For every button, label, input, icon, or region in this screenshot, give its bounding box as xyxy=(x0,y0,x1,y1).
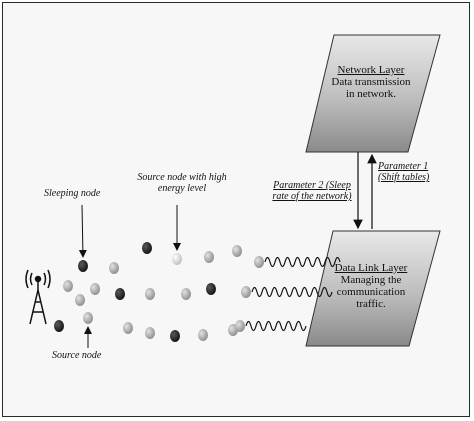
network-layer-box xyxy=(305,34,441,153)
sensor-node xyxy=(90,283,100,295)
sensor-node xyxy=(63,280,73,292)
network-layer-title: Network Layer xyxy=(337,64,405,76)
sensor-node xyxy=(145,288,155,300)
data-link-layer-text: Data Link Layer Managing the communicati… xyxy=(326,262,416,310)
source-node-high-energy xyxy=(172,253,182,265)
sleeping-node xyxy=(115,288,125,300)
source-node-label: Source node xyxy=(52,350,102,361)
sensor-nodes xyxy=(54,242,242,342)
radio-tower-icon xyxy=(25,269,51,325)
high-energy-node-label: Source node with high energy level xyxy=(137,172,227,194)
sensor-node xyxy=(123,322,133,334)
sleeping-node xyxy=(54,320,64,332)
source-node xyxy=(83,312,93,324)
sleeping-node-pointer xyxy=(78,204,87,258)
network-layer-description: Data transmission in network. xyxy=(331,76,411,100)
parameter-1-label: Parameter 1 (Shift tables) xyxy=(378,161,430,183)
network-layer-text: Network Layer Data transmission in netwo… xyxy=(326,64,416,100)
sensor-node xyxy=(232,245,242,257)
sleeping-node xyxy=(206,283,216,295)
sleeping-node xyxy=(142,242,152,254)
data-link-layer-title: Data Link Layer xyxy=(334,262,408,274)
sensor-node xyxy=(204,251,214,263)
sleeping-node xyxy=(78,260,88,272)
sleeping-node-label: Sleeping node xyxy=(44,188,101,199)
sensor-node xyxy=(109,262,119,274)
data-link-layer-description: Managing the communication traffic. xyxy=(336,274,406,310)
signal-wave-icon xyxy=(235,256,341,332)
sensor-node xyxy=(198,329,208,341)
sensor-node xyxy=(145,327,155,339)
sensor-node xyxy=(75,294,85,306)
parameter-2-label: Parameter 2 (Sleep rate of the network) xyxy=(272,180,352,202)
sensor-node xyxy=(181,288,191,300)
sleeping-node xyxy=(170,330,180,342)
